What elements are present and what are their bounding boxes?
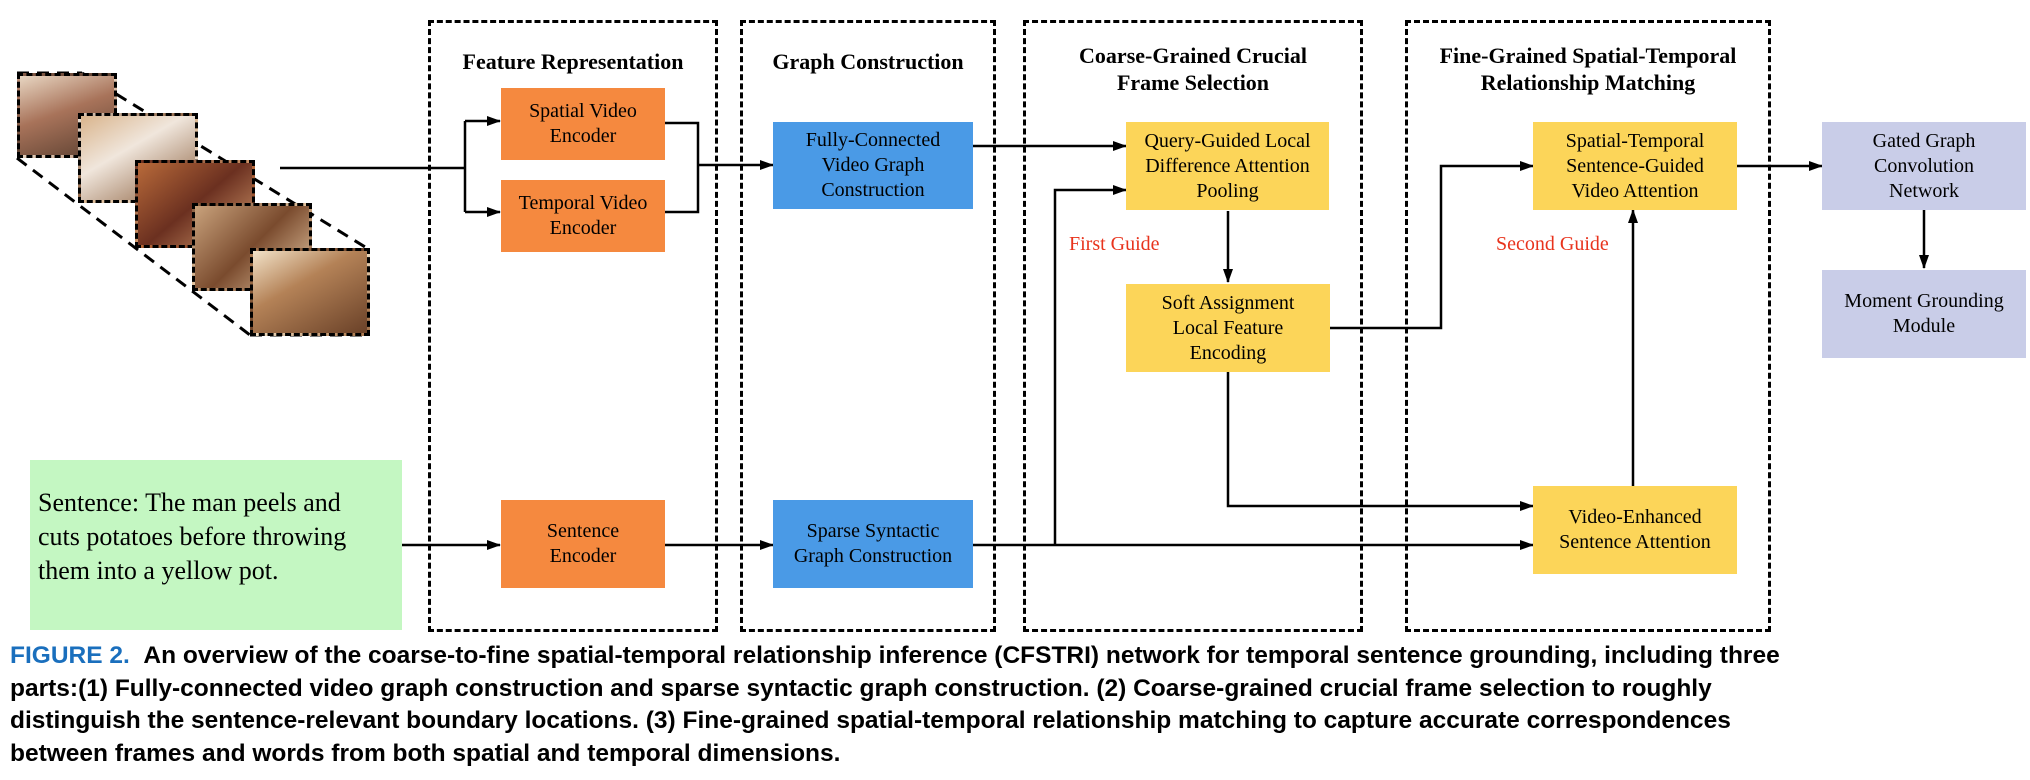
figure-caption: FIGURE 2. An overview of the coarse-to-f…: [10, 642, 1780, 767]
title-graph-construction: Graph Construction: [772, 49, 964, 74]
section-coarse-grained: [1023, 20, 1363, 632]
title-feature-representation: Feature Representation: [462, 49, 684, 74]
section-graph-construction: [740, 20, 996, 632]
first-guide-label: First Guide: [1069, 233, 1160, 255]
diagram: Feature Representation Graph Constructio…: [16, 20, 2026, 632]
section-fine-grained: [1405, 20, 1771, 632]
sentence-input: Sentence: The man peels and cuts potatoe…: [30, 460, 402, 630]
video-frame-5: [250, 248, 370, 336]
figure-label: FIGURE 2.: [10, 642, 130, 669]
section-feature-representation: [428, 20, 718, 632]
second-guide-label: Second Guide: [1496, 233, 1609, 255]
connections: [280, 116, 1929, 550]
